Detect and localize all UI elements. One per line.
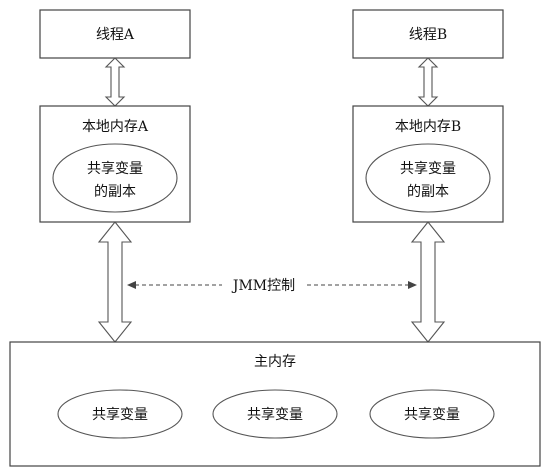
thread-a-double-arrow xyxy=(104,57,126,107)
jmm-control-label: JMM控制 xyxy=(231,278,295,294)
local-memory-a-copy-line2: 的副本 xyxy=(94,184,136,200)
local-memory-b-copy-ellipse xyxy=(365,143,491,213)
jmm-left-arrowhead xyxy=(127,281,136,289)
local-memory-b-label: 本地内存B xyxy=(395,119,461,135)
local-memory-b-copy-line2: 的副本 xyxy=(407,184,449,200)
thread-b-label: 线程B xyxy=(409,27,447,43)
local-memory-b-box: 本地内存B 共享变量 的副本 xyxy=(352,105,504,223)
shared-var-ellipse-1 xyxy=(57,389,183,439)
local-a-main-double-arrow xyxy=(97,221,133,343)
jmm-control-connector: JMM控制 xyxy=(127,278,417,294)
main-memory-label: 主内存 xyxy=(254,354,296,370)
thread-a-label: 线程A xyxy=(96,27,135,43)
shared-var-label-3: 共享变量 xyxy=(404,406,460,423)
local-b-main-double-arrow xyxy=(410,221,446,343)
shared-var-ellipse-3 xyxy=(369,389,495,439)
thread-a-box: 线程A xyxy=(39,9,191,59)
shared-var-label-1: 共享变量 xyxy=(92,406,148,423)
local-memory-a-copy-ellipse xyxy=(52,143,178,213)
local-memory-a-copy-line1: 共享变量 xyxy=(87,160,143,177)
local-memory-b-copy-line1: 共享变量 xyxy=(400,160,456,177)
local-memory-a-box: 本地内存A 共享变量 的副本 xyxy=(39,105,191,223)
thread-b-double-arrow xyxy=(417,57,439,107)
main-memory-box: 主内存 共享变量 共享变量 共享变量 xyxy=(9,341,541,467)
thread-b-box: 线程B xyxy=(352,9,504,59)
shared-var-label-2: 共享变量 xyxy=(247,406,303,423)
jmm-right-arrowhead xyxy=(408,281,417,289)
local-memory-a-label: 本地内存A xyxy=(82,119,149,135)
shared-var-ellipse-2 xyxy=(212,389,338,439)
